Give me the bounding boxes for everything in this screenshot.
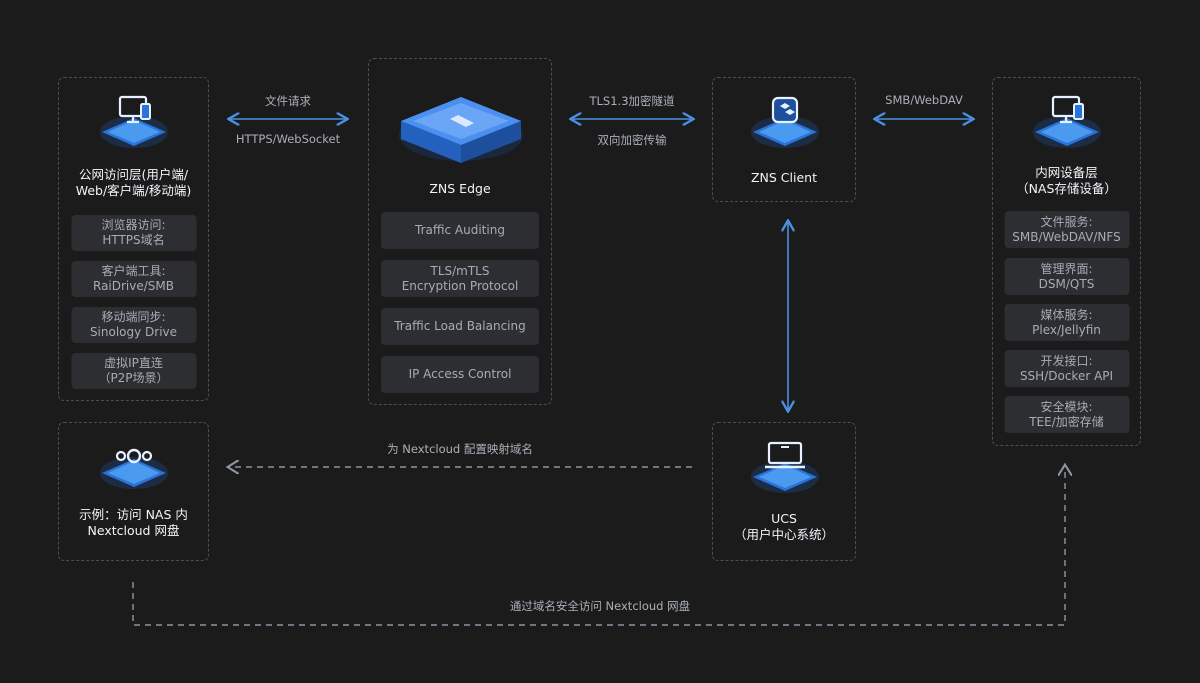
public-layer-title: 公网访问层(用户端/ Web/客户端/移动端)	[75, 167, 192, 198]
example-title: 示例：访问 NAS 内 Nextcloud 网盘	[79, 507, 188, 538]
label-map-domain: 为 Nextcloud 配置映射域名	[387, 442, 533, 456]
nas-item-security: 安全模块: TEE/加密存储	[1004, 396, 1129, 433]
public-layer-panel: 公网访问层(用户端/ Web/客户端/移动端) 浏览器访问: HTTPS域名 客…	[58, 77, 209, 401]
nas-item-dev-api: 开发接口: SSH/Docker API	[1004, 350, 1129, 387]
nas-monitor-icon	[1031, 90, 1103, 154]
edge-item-ip-access-control: IP Access Control	[381, 356, 539, 393]
nextcloud-icon	[98, 431, 170, 495]
nas-item-file-service: 文件服务: SMB/WebDAV/NFS	[1004, 211, 1129, 248]
public-item-virtual-ip: 虚拟IP直连 （P2P场景）	[71, 353, 196, 389]
edge-item-traffic-auditing: Traffic Auditing	[381, 212, 539, 249]
public-item-client-tools: 客户端工具: RaiDrive/SMB	[71, 261, 196, 297]
edge-item-load-balancing: Traffic Load Balancing	[381, 308, 539, 345]
example-panel: 示例：访问 NAS 内 Nextcloud 网盘	[58, 422, 209, 561]
nas-item-management: 管理界面: DSM/QTS	[1004, 258, 1129, 295]
ucs-panel: UCS （用户中心系统）	[712, 422, 856, 561]
label-secure-access: 通过域名安全访问 Nextcloud 网盘	[509, 599, 691, 613]
intranet-layer-title: 内网设备层 （NAS存储设备）	[1016, 165, 1117, 196]
zns-edge-title: ZNS Edge	[429, 181, 491, 196]
ucs-title: UCS （用户中心系统）	[733, 511, 834, 542]
zns-client-title: ZNS Client	[750, 170, 817, 185]
zns-edge-icon	[395, 77, 527, 181]
public-item-mobile-sync: 移动端同步: Sinology Drive	[71, 307, 196, 343]
label-file-request: 文件请求	[265, 94, 311, 108]
arrow-example-nas	[132, 466, 1065, 626]
label-smb-webdav: SMB/WebDAV	[885, 93, 963, 107]
zns-edge-panel: ZNS Edge Traffic Auditing TLS/mTLS Encry…	[368, 58, 552, 405]
nas-item-media: 媒体服务: Plex/Jellyfin	[1004, 304, 1129, 341]
edge-item-tls-mtls: TLS/mTLS Encryption Protocol	[381, 260, 539, 297]
intranet-layer-panel: 内网设备层 （NAS存储设备） 文件服务: SMB/WebDAV/NFS 管理界…	[992, 77, 1141, 446]
laptop-icon	[749, 435, 821, 499]
monitor-icon	[98, 90, 170, 154]
zns-client-panel: ZNS Client	[712, 77, 856, 202]
zns-client-icon	[749, 90, 821, 154]
label-https-websocket: HTTPS/WebSocket	[235, 132, 341, 146]
label-bidirectional: 双向加密传输	[597, 133, 667, 147]
public-item-browser: 浏览器访问: HTTPS域名	[71, 215, 196, 251]
label-tls-tunnel: TLS1.3加密隧道	[589, 94, 675, 108]
